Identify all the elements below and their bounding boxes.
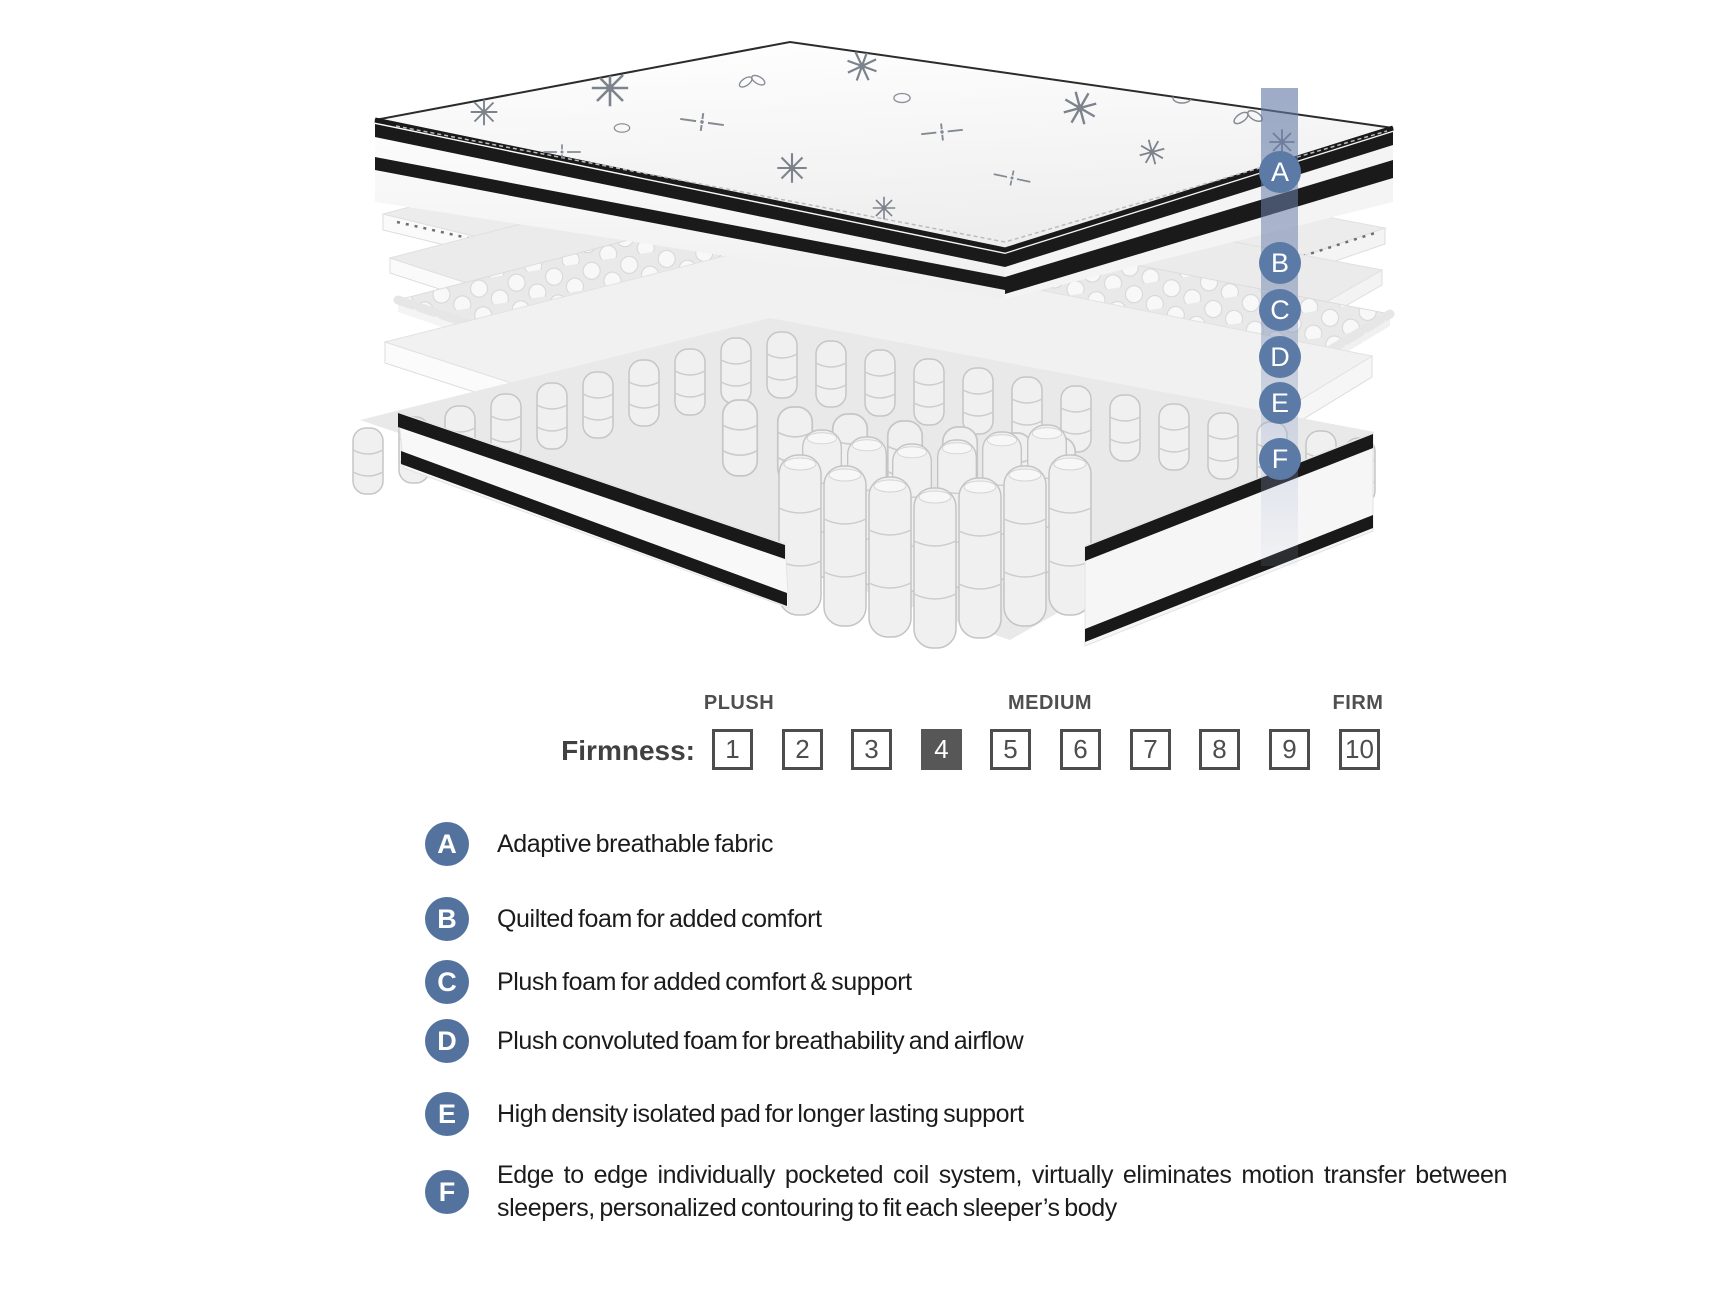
- legend-text-f: Edge to edge individually pocketed coil …: [497, 1161, 1507, 1222]
- legend-text-d: Plush convoluted foam for breathability …: [497, 1026, 1024, 1055]
- firmness-level-4: 4: [921, 729, 962, 770]
- layer-f-coil-base: [352, 318, 1376, 649]
- legend-badge-f: F: [425, 1170, 469, 1214]
- legend-row-e: E High density isolated pad for longer l…: [425, 1092, 1024, 1136]
- firmness-level-9: 9: [1269, 729, 1310, 770]
- firmness-level-10: 10: [1339, 729, 1380, 770]
- firmness-label: Firmness:: [561, 735, 695, 766]
- firmness-level-2: 2: [782, 729, 823, 770]
- legend-text-c: Plush foam for added comfort & support: [497, 967, 912, 996]
- firmness-level-1: 1: [712, 729, 753, 770]
- legend-badge-b: B: [425, 897, 469, 941]
- firmness-level-3: 3: [851, 729, 892, 770]
- legend-row-b: B Quilted foam for added comfort: [425, 897, 822, 941]
- legend-text-a: Adaptive breathable fabric: [497, 829, 774, 858]
- firmness-marker-firm: FIRM: [1332, 692, 1384, 714]
- layer-badge-c: C: [1259, 289, 1301, 331]
- layer-badge-d: D: [1259, 336, 1301, 378]
- firmness-level-5: 5: [990, 729, 1031, 770]
- legend-text-b: Quilted foam for added comfort: [497, 904, 822, 933]
- layer-badge-b: B: [1259, 242, 1301, 284]
- legend-text-e: High density isolated pad for longer las…: [497, 1099, 1024, 1128]
- firmness-level-6: 6: [1060, 729, 1101, 770]
- mattress-illustration: [352, 40, 1395, 649]
- legend-row-d: D Plush convoluted foam for breathabilit…: [425, 1019, 1024, 1063]
- firmness-marker-medium: MEDIUM: [1007, 692, 1093, 714]
- legend-row-a: A Adaptive breathable fabric: [425, 822, 773, 866]
- firmness-level-7: 7: [1130, 729, 1171, 770]
- layer-badge-f: F: [1259, 438, 1301, 480]
- legend-badge-c: C: [425, 960, 469, 1004]
- legend-row-c: C Plush foam for added comfort & support: [425, 960, 912, 1004]
- layer-badge-a: A: [1259, 151, 1301, 193]
- firmness-level-8: 8: [1199, 729, 1240, 770]
- coil-base-left-rail: [397, 411, 790, 609]
- legend-badge-d: D: [425, 1019, 469, 1063]
- legend-badge-a: A: [425, 822, 469, 866]
- layer-badge-e: E: [1259, 382, 1301, 424]
- legend-badge-e: E: [425, 1092, 469, 1136]
- firmness-marker-plush: PLUSH: [703, 692, 775, 714]
